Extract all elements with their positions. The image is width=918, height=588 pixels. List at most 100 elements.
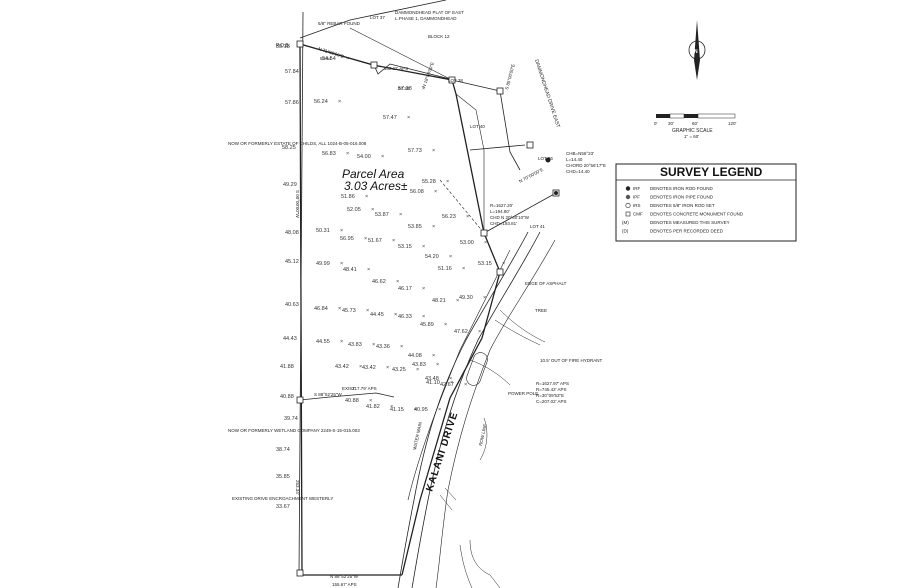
spot-elevation: 45.73 — [342, 308, 356, 314]
corner-markers — [296, 40, 560, 577]
distance-1: 54.54' — [320, 56, 332, 61]
spot-elevation-marker: × — [340, 339, 343, 345]
spot-elevation: 56.23 — [442, 214, 456, 220]
spot-elevation-marker: × — [340, 261, 343, 267]
curve-a-1: R=1627.20' — [490, 203, 513, 208]
legend-symbol — [625, 186, 631, 191]
spot-elevation: 50.31 — [316, 228, 330, 234]
spot-elevation: 56.08 — [410, 189, 424, 195]
spot-elevation: 42.67 — [440, 382, 454, 388]
spot-elevation: 54.54 — [322, 56, 336, 62]
spot-elevation-marker: × — [434, 189, 437, 195]
spot-elevation-marker: × — [340, 228, 343, 234]
spot-elevation: 43.48 — [425, 376, 439, 382]
spot-elevation-marker: × — [359, 364, 362, 370]
lot-40-label: LOT 40 — [470, 124, 485, 129]
spot-elevation: 41.10 — [426, 380, 440, 386]
scale-title: GRAPHIC SCALE — [672, 128, 713, 134]
parcel-area: 3.03 Acres± — [344, 179, 408, 193]
spot-elevation-marker: × — [432, 353, 435, 359]
plat-reference-1: DAMMONDHEAD PLAT OF EAST — [395, 10, 464, 15]
spot-elevation: 47.62 — [454, 329, 468, 335]
bearing-west-line: S 00°00'00"W — [295, 190, 300, 219]
curve-a-2: L=194.80' — [490, 209, 510, 214]
west-elevation: 59.18 — [276, 44, 290, 50]
spot-elevation: 44.45 — [370, 312, 384, 318]
spot-elevation-marker: × — [422, 314, 425, 320]
spot-elevation: 46.17 — [398, 286, 412, 292]
distance-6: 155.67' APS — [332, 582, 357, 587]
west-elevation: 33.67 — [276, 504, 290, 510]
misc-tree: TREE — [535, 308, 547, 313]
legend-symbol-code: IRF — [633, 186, 641, 191]
curve-a-3: CHD N 20°40'10"W — [490, 215, 530, 220]
spot-elevation: 56.24 — [314, 99, 328, 105]
spot-elevation: 55.28 — [422, 179, 436, 185]
misc-power-pole: POWER POLE — [508, 391, 538, 396]
spot-elevation-marker: × — [432, 148, 435, 154]
spot-elevation: 41.15 — [390, 407, 404, 413]
spot-elevation-marker: × — [396, 279, 399, 285]
rebar-found-label: 5/8" REBAR FOUND — [318, 21, 361, 26]
spot-elevation-marker: × — [484, 240, 487, 246]
lot-41-label: LOT 41 — [530, 224, 545, 229]
spot-elevation-marker: × — [364, 236, 367, 242]
spot-elevation: 54.00 — [357, 154, 371, 160]
misc-water-main: WATER MAIN — [412, 422, 423, 451]
spot-elevation: 43.83 — [412, 362, 426, 368]
lot-36-label: LOT 36 — [538, 156, 553, 161]
owner-2: NOW OR FORMERLY WETLAND COMPANY 2249-S-1… — [228, 428, 360, 433]
street-east-label: DAMMONDHEAD DRIVE EAST — [533, 59, 561, 129]
spot-elevation: 51.86 — [341, 194, 355, 200]
spot-elevation: 44.08 — [408, 353, 422, 359]
legend-symbol-code: (M) — [622, 220, 629, 225]
spot-elevation: 49.30 — [459, 295, 473, 301]
legend-description: DENOTES PER RECORDED DEED — [650, 229, 724, 234]
lot-38-label: LOT 38 — [448, 78, 463, 83]
spot-elevation-marker: × — [464, 382, 467, 388]
curve-c-4: CHD=14.40 — [566, 169, 590, 174]
west-line-elevations: 59.1857.8457.8658.2549.2948.0845.1240.63… — [276, 44, 299, 510]
spot-elevation: 51.16 — [438, 266, 452, 272]
bearing-south-line: S 88°52'25"W — [314, 392, 343, 397]
spot-elevation: 53.15 — [398, 244, 412, 250]
parcel-boundary — [298, 0, 557, 576]
spot-elevation-marker: × — [414, 407, 417, 413]
spot-elevation: 54.20 — [425, 254, 439, 260]
spot-elevation: 51.67 — [368, 238, 382, 244]
spot-elevation-marker: × — [365, 194, 368, 200]
spot-elevation-marker: × — [371, 207, 374, 213]
spot-elevation: 46.62 — [372, 279, 386, 285]
graphic-scale: 0' 30' 60' 120' GRAPHIC SCALE 1" = 60' — [654, 113, 737, 139]
spot-elevation: 48.21 — [432, 298, 446, 304]
curve-c-3: CHORD 20°56'17"E — [566, 163, 606, 168]
distance-5: 217.79' APS — [352, 386, 377, 391]
spot-elevation-marker: × — [392, 238, 395, 244]
legend-description: DENOTES MEASURED THIS SURVEY — [650, 220, 730, 225]
spot-elevation-marker: × — [390, 404, 393, 410]
spot-elevation-marker: × — [446, 179, 449, 185]
curve-b-3: R=30°09'53"E — [536, 393, 564, 398]
spot-elevation-marker: × — [456, 298, 459, 304]
misc-hydrant: 10.5' OUT OF FIRE HYDRANT — [540, 358, 603, 363]
legend-symbol-code: IRS — [633, 203, 641, 208]
spot-elevation: 40.88 — [345, 398, 359, 404]
spot-elevation-marker: × — [394, 312, 397, 318]
bearing-lot-line: S 85°00'00"E — [504, 63, 516, 90]
plat-labels: LOT 37 DAMMONDHEAD PLAT OF EAST L.PHASE … — [228, 10, 606, 587]
spot-elevation: 46.84 — [314, 306, 328, 312]
misc-exist: EXIST. — [342, 386, 356, 391]
legend-description: DENOTES 5/8" IRON ROD SET — [650, 203, 715, 208]
pob-label: P.O.B. — [276, 43, 290, 49]
west-elevation: 45.12 — [285, 259, 299, 265]
curve-c-2: L=14.40 — [566, 157, 583, 162]
spot-elevation: 43.36 — [376, 344, 390, 350]
spot-elevation: 57.73 — [408, 148, 422, 154]
spot-elevation: 46.33 — [398, 314, 412, 320]
spot-elevation: 43.42 — [362, 365, 376, 371]
north-arrow-letter: N — [694, 49, 698, 55]
spot-elevation-marker: × — [478, 329, 481, 335]
spot-elevation: 56.95 — [340, 236, 354, 242]
spot-elevation-marker: × — [422, 244, 425, 250]
spot-elevation-marker: × — [386, 365, 389, 371]
